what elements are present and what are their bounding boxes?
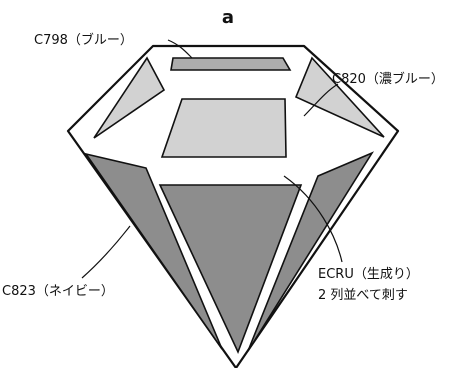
label-ecru-line2: 2 列並べて刺す — [318, 288, 408, 303]
leader-ecru — [283, 175, 343, 263]
crown-facets — [93, 56, 385, 158]
leader-right-dark-blue — [303, 83, 339, 117]
label-dark-blue: C820（濃ブルー） — [332, 71, 444, 87]
leader-top-blue — [167, 39, 193, 59]
crown-facet-center — [160, 98, 287, 158]
table-facet-top — [170, 57, 292, 71]
pavilion-facet-right — [247, 151, 375, 352]
leader-lines — [81, 39, 343, 279]
crown-facet-left — [93, 56, 166, 139]
label-navy: C823（ネイビー） — [2, 284, 114, 299]
pavilion-facet-center — [158, 184, 303, 355]
leader-left-navy — [81, 225, 131, 279]
panel-letter: a — [222, 7, 234, 28]
label-ecru-line1: ECRU（生成り） — [318, 267, 419, 282]
label-blue: C798（ブルー） — [34, 32, 133, 48]
pavilion-facet-left — [84, 152, 223, 350]
pavilion-facets — [84, 151, 375, 355]
crown-facet-right — [294, 56, 385, 138]
